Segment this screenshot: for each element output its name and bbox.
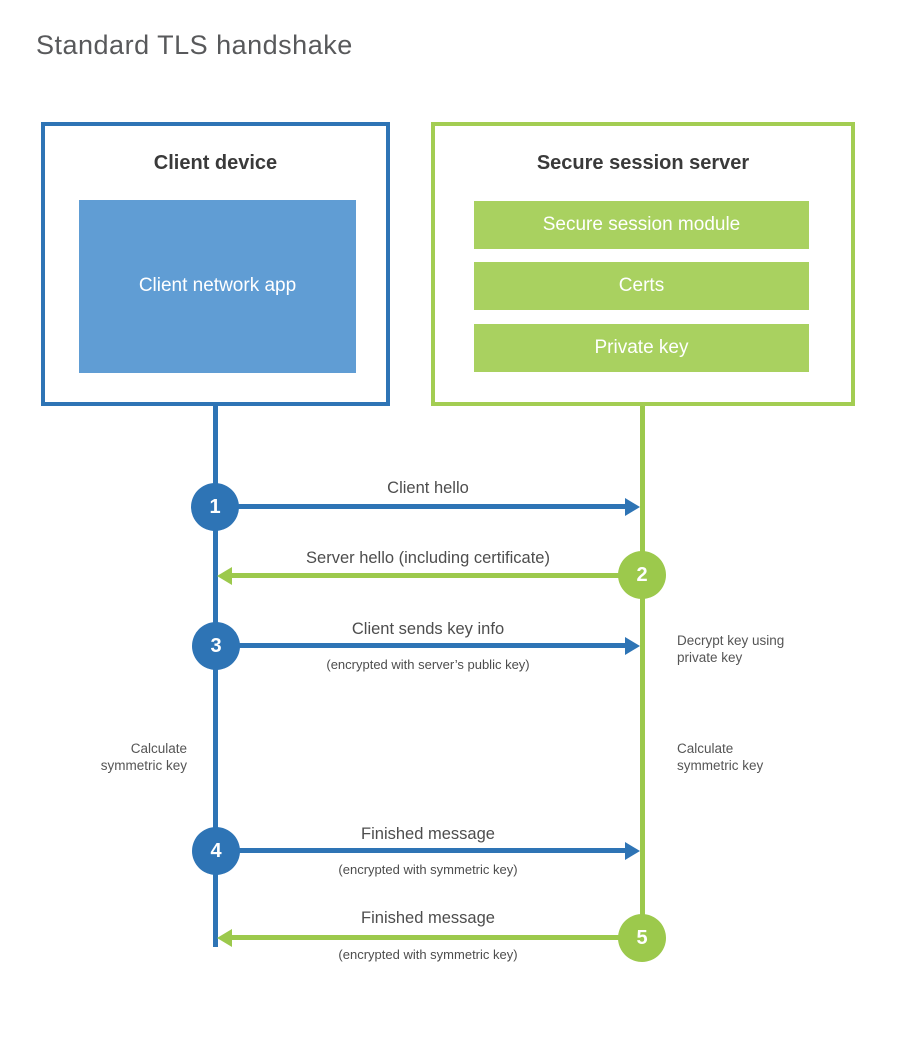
arrow-finished-client: [216, 841, 640, 860]
secure-session-server-box: Secure session server Secure session mod…: [431, 122, 855, 406]
client-device-box: Client device Client network app: [41, 122, 390, 406]
page-title: Standard TLS handshake: [36, 30, 353, 60]
message-label: Client hello: [387, 479, 469, 497]
server-module-private-key: Private key: [474, 324, 809, 372]
note-calculate-symmetric-key-server: Calculate symmetric key: [677, 741, 764, 774]
client-network-app-label: Client network app: [138, 275, 297, 297]
note-decrypt-key: Decrypt key using private key: [677, 633, 785, 666]
step-circle-3: 3: [192, 622, 240, 670]
step-circle-2: 2: [618, 551, 666, 599]
message-label: Server hello (including certificate): [306, 549, 550, 567]
arrow-client-hello: [216, 497, 640, 516]
server-lifeline: [640, 406, 645, 938]
step-circle-5: 5: [618, 914, 666, 962]
message-label: Finished message: [361, 909, 495, 927]
arrow-finished-server: [217, 928, 642, 947]
client-lifeline: [213, 406, 218, 947]
note-calculate-symmetric-key-client: Calculate symmetric key: [100, 741, 187, 774]
client-device-title: Client device: [153, 152, 278, 174]
server-module-secure-session: Secure session module: [474, 201, 809, 249]
message-sublabel: (encrypted with symmetric key): [338, 862, 518, 877]
message-sublabel: (encrypted with symmetric key): [338, 947, 518, 962]
step-circle-4: 4: [192, 827, 240, 875]
step-circle-1: 1: [191, 483, 239, 531]
message-label: Finished message: [361, 825, 495, 843]
message-label: Client sends key info: [351, 620, 505, 638]
message-sublabel: (encrypted with server’s public key): [326, 657, 530, 672]
server-module-certs: Certs: [474, 262, 809, 310]
client-network-app-box: Client network app: [79, 200, 356, 373]
secure-session-server-title: Secure session server: [536, 152, 750, 174]
arrow-server-hello: [217, 566, 642, 585]
arrow-client-key-info: [216, 636, 640, 655]
